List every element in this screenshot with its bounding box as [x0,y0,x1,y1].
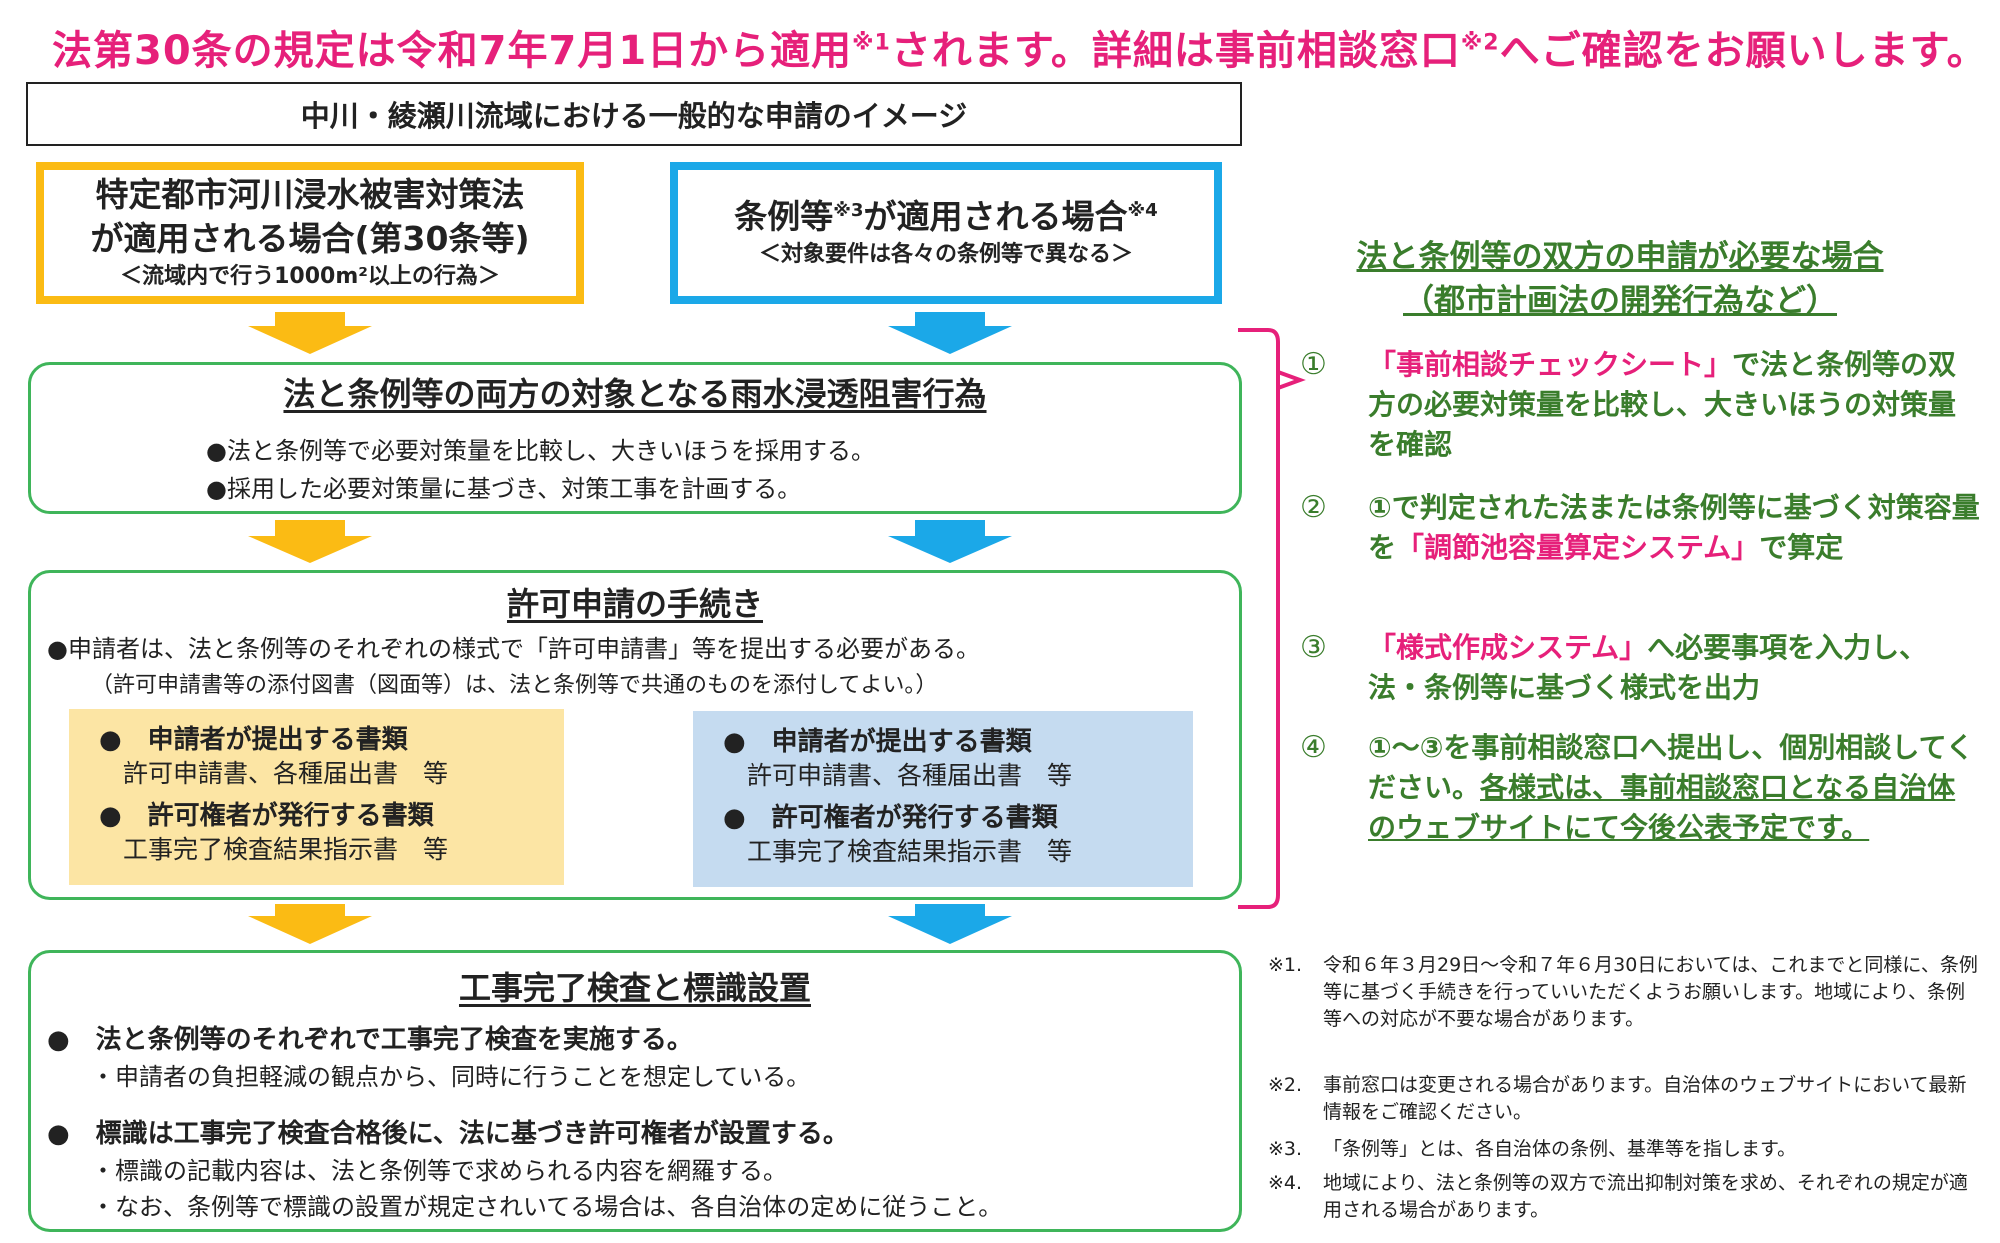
section-both-targets: 法と条例等の両方の対象となる雨水浸透阻害行為 ●法と条例等で必要対策量を比較し、… [28,362,1242,514]
headline-sup2: ※2 [1460,30,1500,56]
case-law-box: 特定都市河川浸水被害対策法 が適用される場合(第30条等) ＜流域内で行う100… [36,162,584,304]
footnote-2-text: 事前窓口は変更される場合があります。自治体のウェブサイトにおいて最新情報をご確認… [1323,1074,1967,1123]
footnote-1: ※1. 令和６年３月29日～令和７年６月30日においては、これまでと同様に、条例… [1268,952,1978,1033]
headline: 法第30条の規定は令和7年7月1日から適用※1されます。詳細は事前相談窓口※2へ… [52,18,1987,76]
ord-docs-h1: ● 申請者が提出する書類 [723,727,1032,757]
step-4-underlined: 各様式は、事前相談窓口となる自治体のウェブサイトにて今後公表予定です。 [1368,771,1956,844]
footnote-4-text: 地域により、法と条例等の双方で流出抑制対策を求め、それぞれの規定が適用される場合… [1323,1172,1968,1221]
footnote-3-mark: ※3. [1268,1138,1303,1160]
law-docs-b1: 許可申請書、各種届出書 等 [123,759,449,788]
step-4: ④ ①～③を事前相談窓口へ提出し、個別相談してください。各様式は、事前相談窓口と… [1300,728,1980,848]
step-4-num: ④ [1300,730,1327,765]
footnote-2: ※2. 事前窓口は変更される場合があります。自治体のウェブサイトにおいて最新情報… [1268,1072,1978,1126]
ord-docs-b2: 工事完了検査結果指示書 等 [747,837,1073,866]
case-ordinance-line1-a: 条例等 [734,197,834,236]
section2-title: 許可申請の手続き [506,585,763,623]
right-bracket [1238,328,1306,909]
step-3-pink: 「様式作成システム」 [1368,631,1648,664]
case-ordinance-line1: 条例等※3が適用される場合※4 [734,195,1158,239]
arrow-ord-2 [888,520,1012,563]
arrow-ord-3 [888,904,1012,944]
case-ordinance-sup-a: ※3 [833,200,864,221]
section1-bullet1: ●法と条例等で必要対策量を比較し、大きいほうを採用する。 [206,437,875,465]
case-ordinance-box: 条例等※3が適用される場合※4 ＜対象要件は各々の条例等で異なる＞ [670,162,1222,304]
section1-title: 法と条例等の両方の対象となる雨水浸透阻害行為 [283,375,987,413]
arrow-law-1 [248,312,372,354]
flow-title: 中川・綾瀬川流域における一般的な申請のイメージ [26,82,1242,146]
footnote-4-mark: ※4. [1268,1172,1303,1194]
law-docs-h1: ● 申請者が提出する書類 [99,725,408,755]
footnote-2-mark: ※2. [1268,1074,1303,1096]
section3-b1: ● 法と条例等のそれぞれで工事完了検査を実施する。 [47,1025,693,1055]
footnote-1-text: 令和６年３月29日～令和７年６月30日においては、これまでと同様に、条例等に基づ… [1323,954,1978,1030]
arrow-law-3 [248,904,372,944]
step-1-num: ① [1300,347,1327,382]
step-3-num: ③ [1300,630,1327,665]
section3-b2-sub2: ・なお、条例等で標識の設置が規定されいてる場合は、各自治体の定めに従うこと。 [91,1193,1003,1221]
step-2-text-a: ①で判定された法または条例等に基づく対策容量を [1368,491,1980,564]
case-ordinance-sup-b: ※4 [1127,200,1158,221]
step-3: ③ 「様式作成システム」へ必要事項を入力し、法・条例等に基づく様式を出力 [1300,628,1980,708]
section3-b2: ● 標識は工事完了検査合格後に、法に基づき許可権者が設置する。 [47,1119,849,1149]
step-4-text: ①～③を事前相談窓口へ提出し、個別相談してください。 [1368,731,1974,804]
step-2-num: ② [1300,490,1327,525]
right-panel-title: 法と条例等の双方の申請が必要な場合 （都市計画法の開発行為など） [1270,235,1970,323]
step-3-text: へ必要事項を入力し、法・条例等に基づく様式を出力 [1368,631,1928,704]
headline-part2: されます。詳細は事前相談窓口 [890,28,1461,74]
section-completion-inspection: 工事完了検査と標識設置 ● 法と条例等のそれぞれで工事完了検査を実施する。 ・申… [28,950,1242,1232]
step-2-text-b: で算定 [1759,531,1844,564]
headline-part3: へご確認をお願いします。 [1499,28,1988,74]
step-2-pink: 「調節池容量算定システム」 [1396,531,1760,564]
right-title-line2: （都市計画法の開発行為など） [1403,283,1837,319]
case-law-line1: 特定都市河川浸水被害対策法 [95,175,525,214]
step-1-text: で法と条例等の双方の必要対策量を比較し、大きいほうの対策量を確認 [1368,348,1957,461]
ord-docs-b1: 許可申請書、各種届出書 等 [747,761,1073,790]
step-1-pink: 「事前相談チェックシート」 [1368,348,1733,381]
headline-sup1: ※1 [852,30,891,56]
law-docs-b2: 工事完了検査結果指示書 等 [123,835,449,864]
headline-part1: 法第30条の規定は令和7年7月1日から適用 [52,28,853,74]
step-2: ② ①で判定された法または条例等に基づく対策容量を「調節池容量算定システム」で算… [1300,488,1980,568]
section2-line1: ●申請者は、法と条例等のそれぞれの様式で「許可申請書」等を提出する必要がある。 [47,635,980,663]
section3-b2-sub1: ・標識の記載内容は、法と条例等で求められる内容を網羅する。 [91,1157,787,1185]
arrow-law-2 [248,520,372,563]
footnote-4: ※4. 地域により、法と条例等の双方で流出抑制対策を求め、それぞれの規定が適用さ… [1268,1170,1978,1224]
ordinance-documents-box: ● 申請者が提出する書類 許可申請書、各種届出書 等 ● 許可権者が発行する書類… [693,711,1193,887]
footnote-1-mark: ※1. [1268,954,1303,976]
law-docs-h2: ● 許可権者が発行する書類 [99,801,434,831]
right-title-line1: 法と条例等の双方の申請が必要な場合 [1356,239,1884,275]
footnote-3-text: 「条例等」とは、各自治体の条例、基準等を指します。 [1323,1138,1797,1160]
step-1: ① 「事前相談チェックシート」で法と条例等の双方の必要対策量を比較し、大きいほう… [1300,345,1980,465]
section3-title: 工事完了検査と標識設置 [458,969,811,1007]
case-ordinance-line2: ＜対象要件は各々の条例等で異なる＞ [758,242,1133,267]
arrow-ord-1 [888,312,1012,354]
case-ordinance-line1-b: が適用される場合 [863,197,1128,236]
section1-bullet2: ●採用した必要対策量に基づき、対策工事を計画する。 [206,475,802,503]
section3-b1-sub: ・申請者の負担軽減の観点から、同時に行うことを想定している。 [91,1063,811,1091]
case-law-line3: ＜流域内で行う1000m²以上の行為＞ [120,264,500,289]
footnote-3: ※3. 「条例等」とは、各自治体の条例、基準等を指します。 [1268,1136,1978,1163]
section2-line2: （許可申請書等の添付図書（図面等）は、法と条例等で共通のものを添付してよい。） [91,673,938,698]
law-documents-box: ● 申請者が提出する書類 許可申請書、各種届出書 等 ● 許可権者が発行する書類… [69,709,564,885]
case-law-line2: が適用される場合(第30条等) [90,219,530,258]
section-permit-procedure: 許可申請の手続き ●申請者は、法と条例等のそれぞれの様式で「許可申請書」等を提出… [28,570,1242,900]
ord-docs-h2: ● 許可権者が発行する書類 [723,803,1058,833]
